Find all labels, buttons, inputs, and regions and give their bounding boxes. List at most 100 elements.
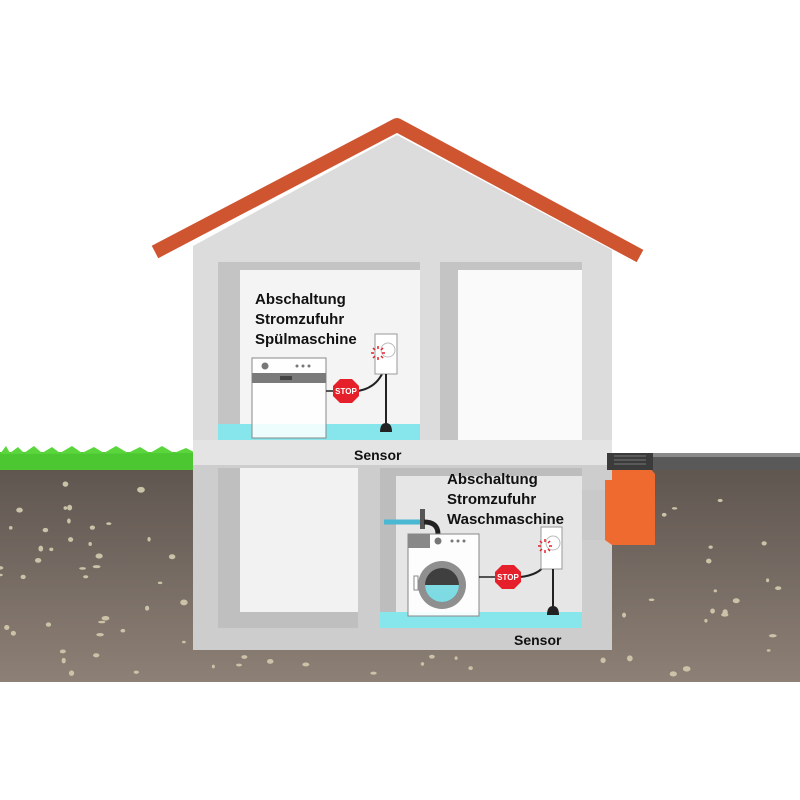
pebble (454, 656, 458, 660)
upper-right-room (440, 262, 582, 440)
pebble (420, 662, 425, 666)
floor-slab (193, 440, 612, 465)
pebble (61, 657, 66, 664)
pebble (20, 574, 26, 580)
room-shade (440, 262, 582, 440)
pebble (137, 486, 145, 493)
pebble (766, 649, 771, 652)
upper-room-label: Abschaltung Stromzufuhr Spülmaschine (255, 291, 357, 348)
pebble (302, 662, 310, 667)
room-shade (218, 468, 358, 628)
pebble (10, 630, 16, 636)
pebble (775, 586, 782, 591)
pebble (4, 624, 10, 631)
pebble (63, 506, 68, 510)
pebble (89, 525, 95, 530)
pebble (706, 558, 712, 564)
pebble (45, 622, 52, 627)
pebble (98, 620, 106, 624)
pebble (34, 558, 42, 563)
sensor-upper (380, 423, 392, 432)
pebble (120, 628, 126, 633)
pebble (704, 618, 708, 623)
pebble (236, 663, 242, 667)
pebble (8, 526, 13, 530)
pebble (622, 612, 627, 618)
pebble (180, 599, 188, 606)
pebble (49, 547, 54, 552)
pebble (42, 527, 49, 533)
pebble (766, 578, 770, 583)
pebble (710, 608, 715, 614)
pebble (38, 545, 44, 552)
roof (151, 118, 644, 263)
pebble (168, 554, 176, 560)
pebble (181, 640, 186, 644)
pebble (68, 670, 75, 676)
basement-left-room (218, 468, 358, 628)
pebble (60, 650, 64, 654)
pebble (682, 666, 691, 672)
socket-upper (374, 333, 398, 375)
label-line: Abschaltung (447, 471, 538, 488)
pebble (145, 605, 150, 611)
pebble (708, 545, 713, 549)
label-line: Waschmaschine (447, 511, 564, 528)
pebble (768, 634, 777, 638)
pebble (211, 664, 215, 669)
pebble (157, 581, 163, 585)
pebble (468, 666, 473, 670)
pebble (67, 504, 73, 511)
pebble (106, 522, 112, 526)
label-line: Stromzufuhr (255, 311, 344, 328)
socket-basement (540, 526, 563, 570)
basement-room-label: Abschaltung Stromzufuhr Waschmaschine (447, 471, 564, 528)
pebble (370, 671, 377, 675)
pebble (717, 498, 723, 503)
road (605, 453, 800, 470)
grass-blades (0, 446, 196, 454)
pebble (0, 566, 4, 570)
pebble (713, 589, 718, 593)
grass (0, 452, 196, 470)
pebble (669, 671, 677, 677)
stop-label: STOP (497, 573, 519, 582)
pebble (732, 598, 740, 604)
pebble (96, 633, 104, 637)
pebble (92, 565, 101, 569)
faucet (420, 509, 425, 529)
sensor-label-upper: Sensor (354, 447, 402, 463)
pebble (671, 507, 678, 510)
pebble (62, 481, 69, 487)
pebble (761, 541, 767, 546)
label-line: Abschaltung (255, 291, 346, 308)
pebble (88, 542, 92, 546)
sensor-basement (547, 606, 559, 615)
pebble (95, 553, 103, 559)
road-edge (605, 453, 800, 457)
pebble (648, 598, 655, 602)
dishwasher (251, 357, 327, 439)
pebble (83, 575, 89, 579)
room-shade (218, 262, 420, 440)
stop-sign-upper: STOP (333, 379, 359, 403)
pebble (721, 612, 729, 617)
pebble (101, 615, 110, 621)
alarm-light-icon (538, 539, 552, 553)
pebble (133, 670, 139, 674)
pebble (429, 654, 435, 659)
washing-machine (407, 533, 480, 617)
label-line: Stromzufuhr (447, 491, 536, 508)
drain-pipe (605, 468, 655, 545)
pebble (241, 655, 248, 659)
pebble (67, 518, 71, 524)
pebble (16, 507, 23, 513)
cable (357, 373, 383, 392)
pebble (266, 659, 274, 664)
pebble (0, 573, 3, 577)
label-line: Spülmaschine (255, 331, 357, 348)
pebble (68, 537, 74, 542)
pebble (626, 655, 633, 662)
